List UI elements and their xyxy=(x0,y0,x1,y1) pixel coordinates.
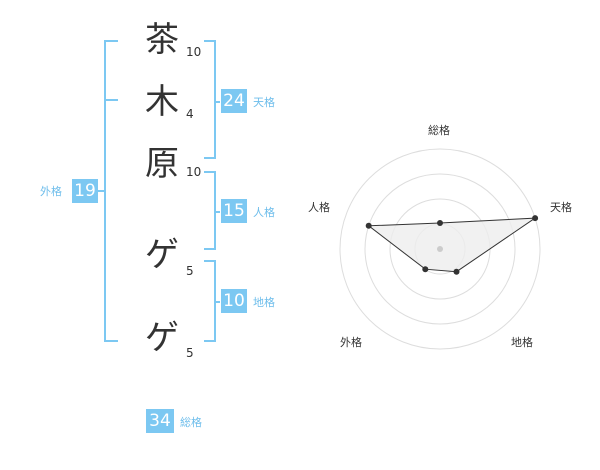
radar-label-gaikaku: 外格 xyxy=(340,336,362,349)
jinkaku-connector xyxy=(214,211,220,213)
gaikaku-value-badge: 19 xyxy=(72,179,98,203)
radar-point xyxy=(365,222,372,229)
radar-point xyxy=(422,266,429,273)
radar-point xyxy=(532,215,539,222)
stroke-count-2: 4 xyxy=(186,107,194,121)
gaikaku-connector xyxy=(98,190,106,192)
tenkaku-label: 天格 xyxy=(253,96,275,109)
radar-ring xyxy=(364,173,516,325)
radar-point xyxy=(453,268,460,275)
soukaku-label: 総格 xyxy=(180,416,202,429)
radar-label-tenkaku: 天格 xyxy=(550,201,572,214)
radar-ring xyxy=(339,148,541,350)
radar-center-dot xyxy=(437,246,443,252)
tenkaku-connector xyxy=(214,101,220,103)
name-char-4: ゲ xyxy=(145,235,179,275)
radar-point xyxy=(437,220,443,226)
tenkaku-value-badge: 24 xyxy=(221,89,247,113)
name-char-5: ゲ xyxy=(145,318,179,358)
chikaku-label: 地格 xyxy=(253,296,275,309)
radar-rings xyxy=(339,148,541,350)
gaikaku-tick xyxy=(104,99,118,101)
name-char-3: 原 xyxy=(145,144,179,184)
stroke-count-5: 5 xyxy=(186,346,194,360)
stroke-count-1: 10 xyxy=(186,45,202,59)
stroke-count-3: 10 xyxy=(186,165,202,179)
soukaku-value-badge: 34 xyxy=(146,409,174,433)
name-char-2: 木 xyxy=(145,82,179,122)
tenkaku-bracket xyxy=(204,40,216,159)
radar-polygon xyxy=(367,217,537,273)
gaikaku-label: 外格 xyxy=(40,185,62,198)
radar-label-soukaku: 総格 xyxy=(428,124,450,137)
jinkaku-value-badge: 15 xyxy=(221,199,247,223)
radar-label-jinkaku: 人格 xyxy=(308,201,330,214)
stroke-count-4: 5 xyxy=(186,264,194,278)
name-char-1: 茶 xyxy=(145,20,179,60)
chikaku-value-badge: 10 xyxy=(221,289,247,313)
jinkaku-label: 人格 xyxy=(253,206,275,219)
jinkaku-bracket xyxy=(204,171,216,250)
chikaku-connector xyxy=(214,301,220,303)
radar-label-chikaku: 地格 xyxy=(511,336,533,349)
radar-dots xyxy=(365,215,539,275)
